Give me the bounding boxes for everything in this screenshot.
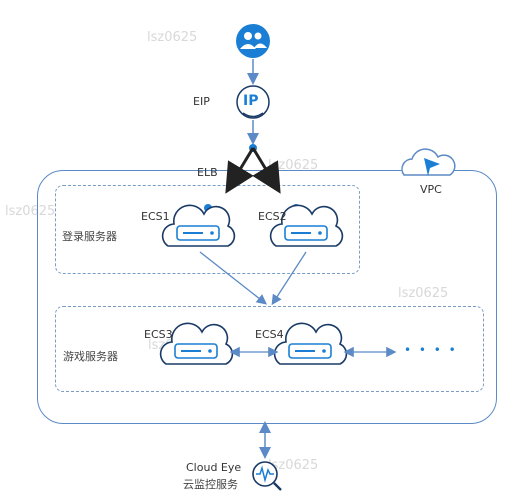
ecs3-server-icon	[159, 322, 234, 365]
ecs4-server-icon	[273, 322, 348, 365]
watermark: lsz0625	[268, 458, 319, 473]
watermark: lsz0625	[147, 30, 198, 45]
watermark: lsz0625	[5, 204, 56, 219]
cloud-eye-icon	[252, 461, 282, 491]
vpc-cloud-icon	[401, 148, 456, 176]
ecs2-server-icon	[269, 204, 344, 247]
link-ecs2-game	[271, 251, 307, 306]
more-servers-ellipsis: • • • •	[404, 343, 458, 357]
eip-label: EIP	[193, 95, 210, 108]
eip-ip-text: IP	[243, 93, 259, 109]
elb-label: ELB	[197, 166, 218, 179]
eip-icon	[236, 85, 270, 119]
game-server-group	[55, 306, 484, 392]
login-servers-label: 登录服务器	[62, 230, 117, 243]
ecs4-label: ECS4	[255, 328, 284, 341]
users-icon	[236, 24, 270, 58]
game-servers-label: 游戏服务器	[63, 350, 118, 363]
link-elb-ecs2	[251, 147, 281, 194]
ecs1-label: ECS1	[141, 210, 170, 223]
login-server-group	[55, 185, 360, 274]
link-ecs1-game	[199, 251, 268, 305]
ecs1-server-icon	[161, 204, 236, 247]
watermark: lsz0625	[398, 286, 449, 301]
link-elb-ecs1	[225, 147, 255, 194]
vpc-label: VPC	[420, 183, 442, 196]
ecs3-label: ECS3	[144, 328, 173, 341]
cloud-eye-label: Cloud Eye	[186, 461, 242, 474]
ecs2-label: ECS2	[258, 210, 287, 223]
cloud-monitor-label: 云监控服务	[183, 478, 238, 491]
